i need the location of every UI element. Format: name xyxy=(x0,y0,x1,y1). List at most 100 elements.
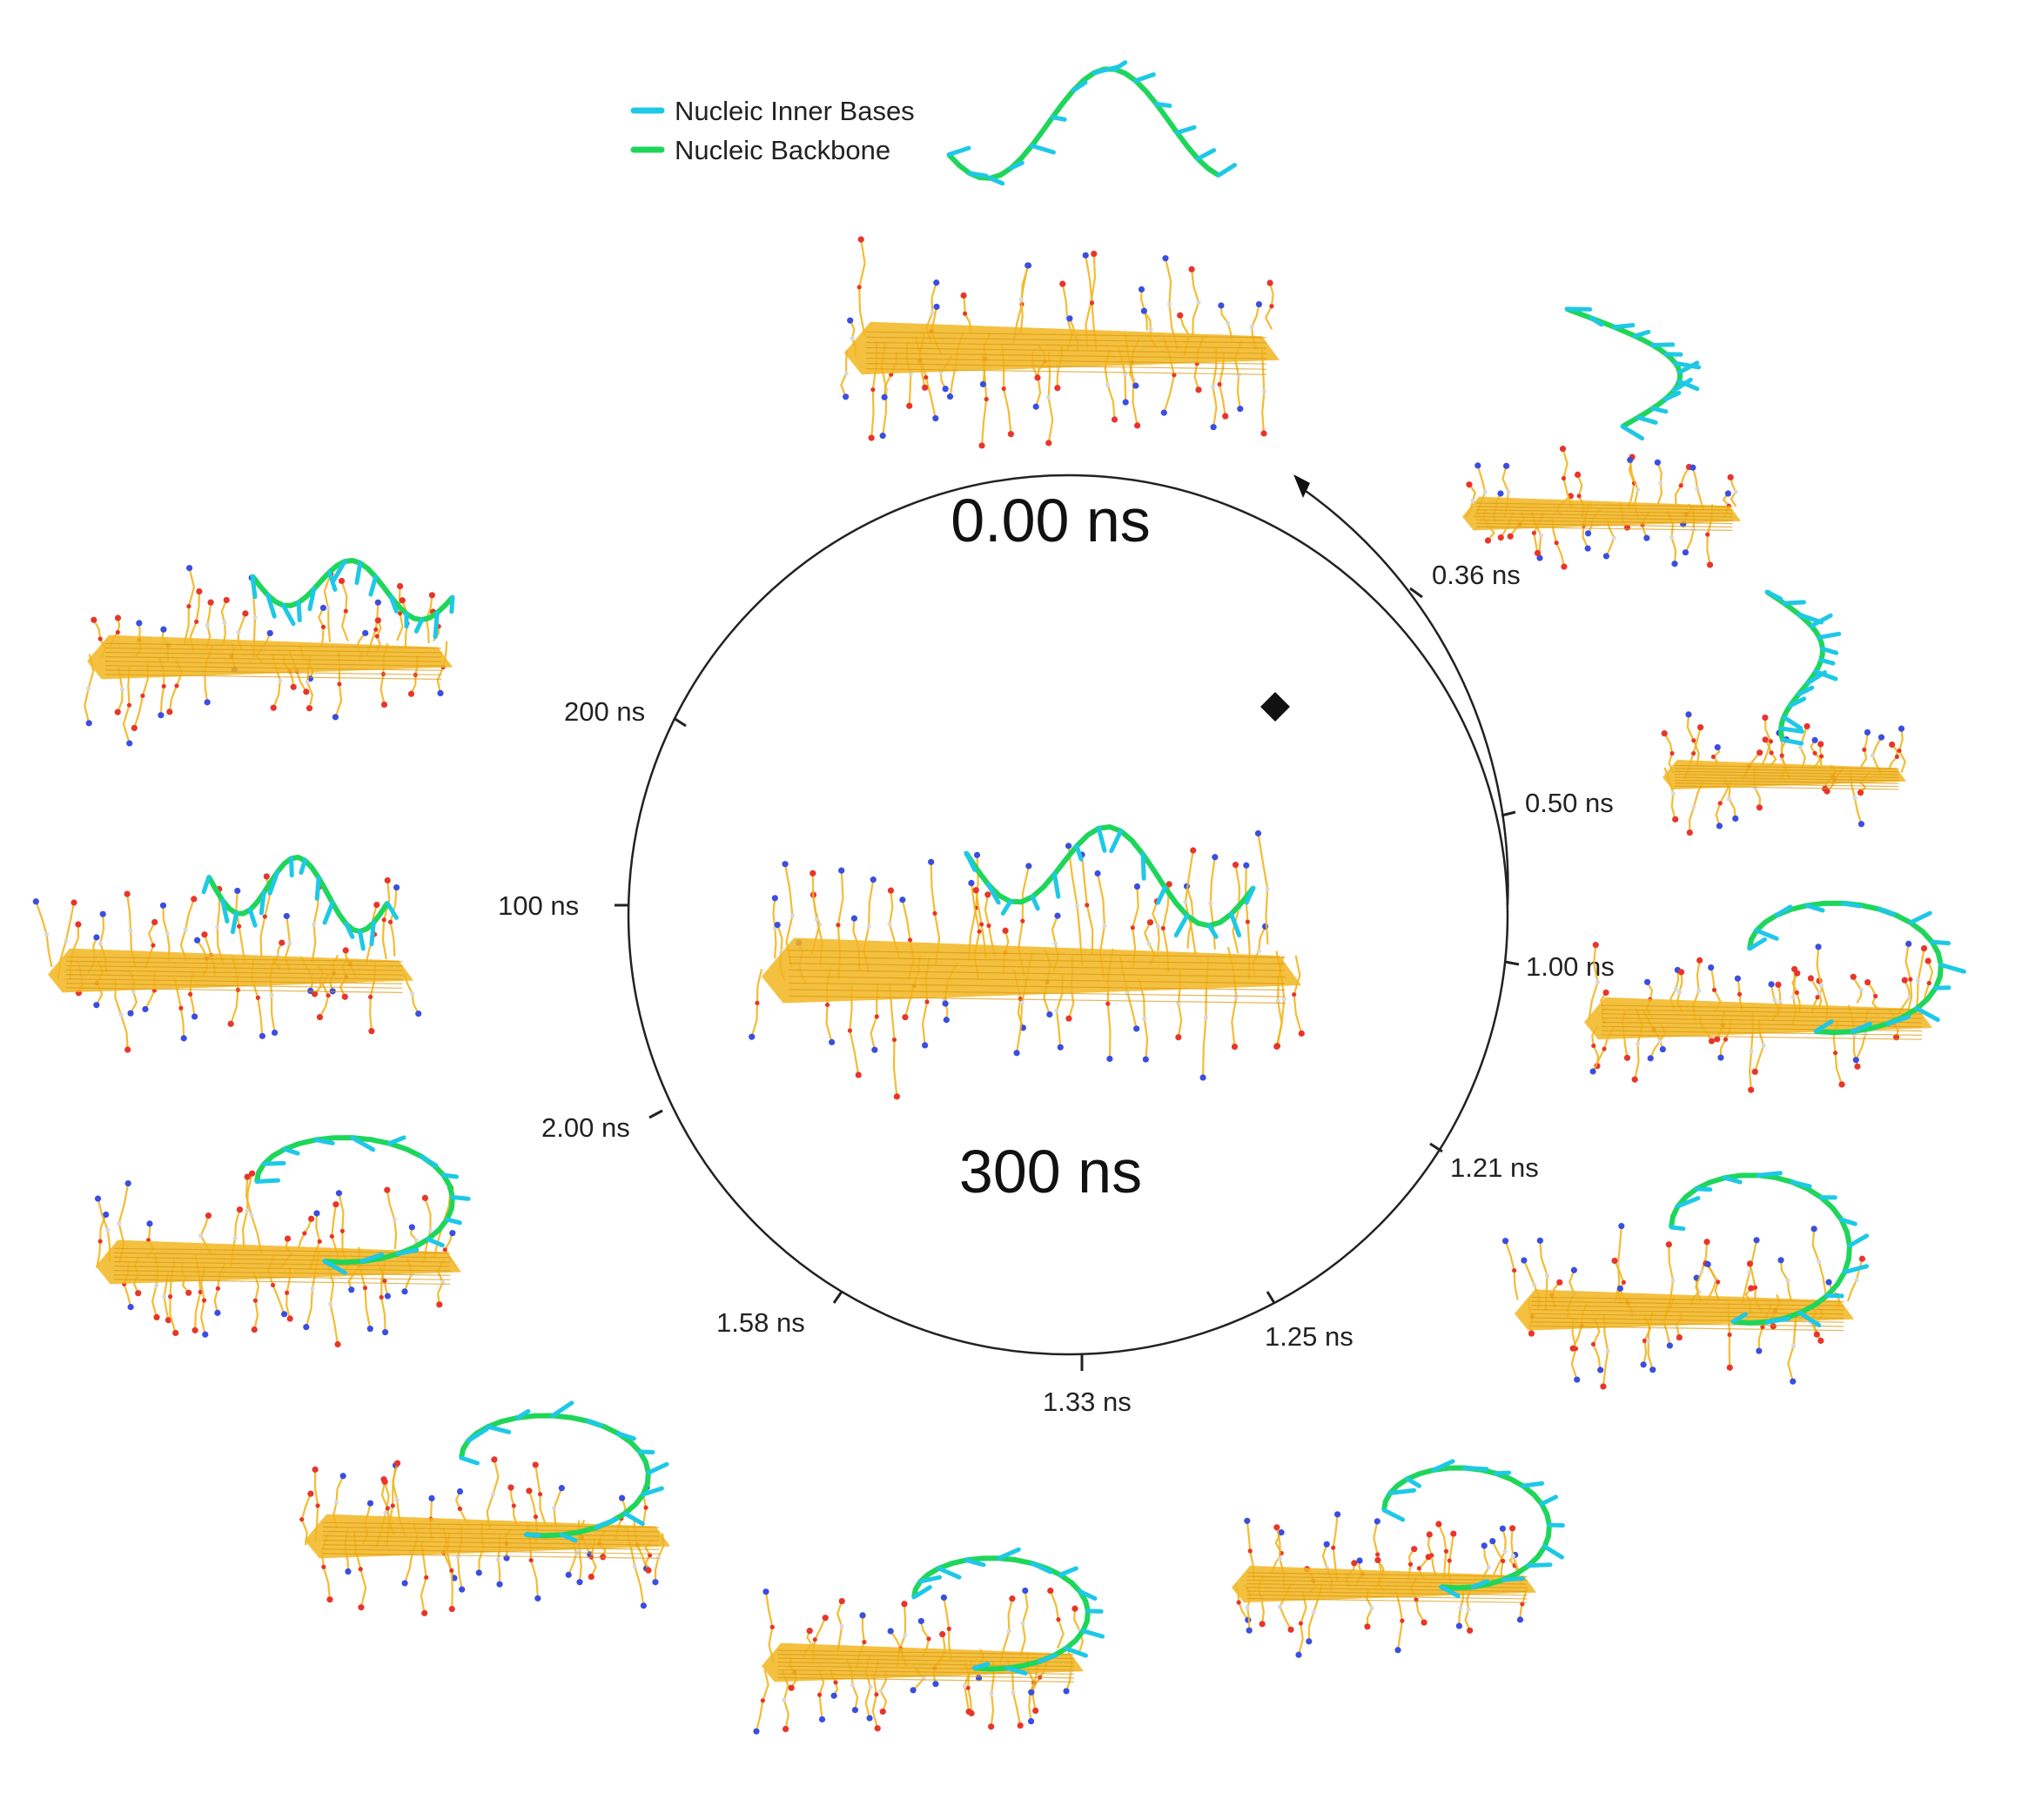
atom-marker xyxy=(1426,1531,1433,1538)
atom-marker xyxy=(1455,1622,1463,1629)
atom-marker xyxy=(753,1728,760,1735)
atom-marker xyxy=(788,1684,795,1691)
atom-marker xyxy=(972,887,979,894)
atom-marker xyxy=(160,626,167,633)
atom-marker xyxy=(532,1461,539,1468)
atom-marker xyxy=(1298,1621,1304,1626)
atom-marker xyxy=(1748,1086,1755,1093)
atom-marker xyxy=(1133,883,1141,890)
atom-marker xyxy=(316,1014,324,1021)
dna-base xyxy=(1611,323,1636,330)
dna-base xyxy=(1542,1544,1564,1560)
atom-marker xyxy=(1140,307,1147,314)
sheet-lattice-line xyxy=(777,1665,1074,1671)
atom-marker xyxy=(789,913,796,918)
atom-marker xyxy=(387,919,393,924)
dna-base xyxy=(1730,1312,1749,1324)
atom-marker xyxy=(329,1233,334,1239)
sheet-lattice-line xyxy=(104,674,442,681)
dna-base xyxy=(1930,939,1951,946)
atom-marker xyxy=(1905,940,1912,947)
atom-marker xyxy=(396,582,404,590)
sheet-lattice-line xyxy=(788,995,1286,1004)
atom-marker xyxy=(862,1639,867,1645)
sheet-lattice-line xyxy=(1601,1009,1923,1015)
atom-marker xyxy=(1832,1051,1838,1056)
dna-base xyxy=(641,1486,664,1497)
atom-marker xyxy=(1501,1238,1509,1245)
atom-marker xyxy=(526,1488,533,1494)
atom-marker xyxy=(185,1289,192,1296)
dna-base xyxy=(1671,377,1693,393)
atom-marker xyxy=(818,1716,826,1723)
dna-base xyxy=(1000,899,1013,916)
atom-marker xyxy=(866,923,871,929)
atom-marker xyxy=(127,1010,134,1017)
sheet-surface xyxy=(1663,760,1906,789)
atom-marker xyxy=(1768,739,1774,744)
atom-marker xyxy=(191,1326,198,1333)
sheet-lattice-line xyxy=(777,1657,1074,1663)
atom-marker xyxy=(1148,326,1153,332)
atom-marker xyxy=(1311,1609,1316,1615)
atom-marker xyxy=(879,1708,886,1716)
sheet-lattice-line xyxy=(1674,774,1899,778)
dna-base xyxy=(1782,600,1806,606)
atom-marker xyxy=(979,380,987,388)
dna-base xyxy=(1439,1584,1461,1599)
atom-marker xyxy=(855,1071,862,1078)
atom-marker xyxy=(1531,1282,1537,1287)
atom-marker xyxy=(942,386,949,393)
atom-marker xyxy=(1878,734,1885,741)
atom-marker xyxy=(1901,977,1908,984)
atom-marker xyxy=(1133,1025,1140,1032)
atom-marker xyxy=(1685,711,1692,718)
atom-marker xyxy=(1019,1000,1024,1005)
atom-marker xyxy=(1920,944,1928,952)
atom-marker xyxy=(1027,1717,1035,1725)
sheet-lattice-line xyxy=(65,956,403,963)
atom-marker xyxy=(1699,1269,1704,1274)
atom-marker xyxy=(237,923,242,929)
atom-marker xyxy=(588,1573,595,1581)
atom-marker xyxy=(85,720,92,727)
dna-base xyxy=(1774,904,1793,917)
atom-marker xyxy=(490,1492,495,1497)
atom-marker xyxy=(830,1692,837,1699)
atom-marker xyxy=(153,1313,160,1320)
atom-marker xyxy=(836,923,841,928)
atom-marker xyxy=(1013,1050,1020,1057)
atom-marker xyxy=(1287,1626,1294,1633)
atom-marker xyxy=(1726,1364,1733,1371)
atom-marker xyxy=(1132,382,1139,389)
atom-marker xyxy=(366,1500,374,1507)
atom-marker xyxy=(1416,1566,1421,1571)
atom-marker xyxy=(1804,722,1810,730)
atom-marker xyxy=(399,597,406,604)
atom-marker xyxy=(358,1567,363,1572)
dna-base xyxy=(230,910,239,935)
dna-base xyxy=(1817,631,1842,640)
atom-marker xyxy=(326,606,331,611)
dna-base xyxy=(254,1178,280,1184)
atom-marker xyxy=(1528,1330,1535,1337)
tick-1.58ns: 1.58 ns xyxy=(716,1291,843,1338)
atom-marker xyxy=(166,709,173,715)
atom-marker xyxy=(280,1311,288,1318)
atom-marker xyxy=(178,1005,184,1011)
dna-base xyxy=(1589,315,1604,327)
dna-base xyxy=(1085,1608,1104,1614)
atom-marker xyxy=(1364,1623,1371,1630)
dna-base xyxy=(637,1449,655,1454)
sheet-lattice-line xyxy=(1601,1030,1923,1036)
sheet-lattice-line xyxy=(1531,1296,1844,1303)
atom-marker xyxy=(207,599,214,606)
atom-marker xyxy=(1155,923,1160,929)
atom-marker xyxy=(1001,386,1006,392)
dna-base xyxy=(1764,589,1784,601)
atom-marker xyxy=(1266,279,1273,286)
atom-marker xyxy=(475,1569,482,1576)
atom-marker xyxy=(1727,473,1734,480)
sheet-lattice-line xyxy=(1475,513,1733,518)
dna-base xyxy=(441,1172,459,1179)
